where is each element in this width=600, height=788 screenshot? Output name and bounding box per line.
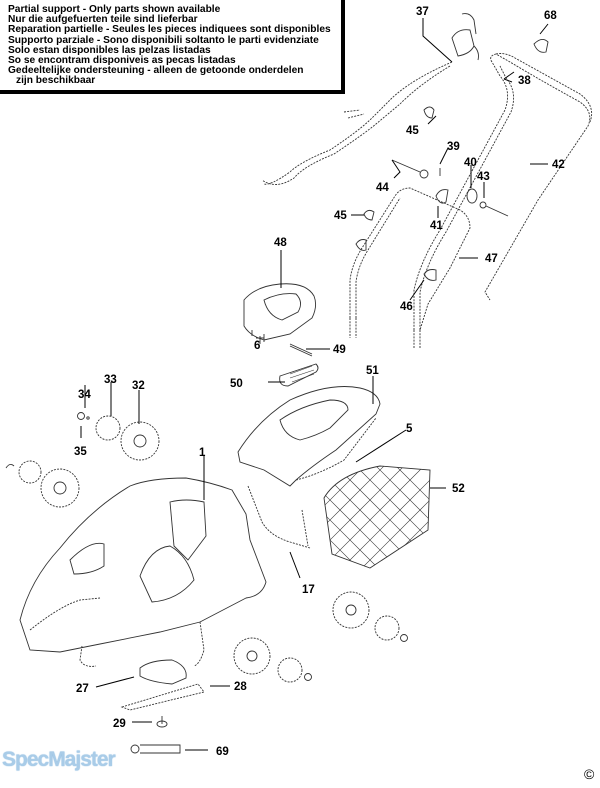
notice-line: Solo estan disponibles las pelzas listad… <box>8 44 211 56</box>
part-label-35[interactable]: 35 <box>74 446 87 458</box>
part-label-34[interactable]: 34 <box>78 389 91 401</box>
axle-part-69[interactable] <box>130 744 181 754</box>
blade-bolt-part-29[interactable] <box>156 716 168 728</box>
part-label-43[interactable]: 43 <box>477 171 490 183</box>
part-label-28[interactable]: 28 <box>234 681 247 693</box>
notice-line: So se encontram disponiveis as pecas lis… <box>8 55 236 67</box>
part-label-41[interactable]: 41 <box>430 220 443 232</box>
handle-grip-part-50[interactable] <box>279 363 319 387</box>
watermark-logo: SpecMajster <box>2 748 116 771</box>
part-label-39[interactable]: 39 <box>447 141 460 153</box>
part-label-32[interactable]: 32 <box>132 380 145 392</box>
wheel-part-32[interactable] <box>120 421 160 461</box>
notice-line: zijn beschikbaar <box>16 75 96 87</box>
pin-part-49[interactable] <box>289 343 313 357</box>
part-label-33[interactable]: 33 <box>104 374 117 386</box>
clamp-part-68[interactable] <box>533 39 549 53</box>
switch-cover-part-48[interactable] <box>243 283 317 342</box>
notice-line: Gedeeltelijke ondersteuning - alleen de … <box>8 65 304 77</box>
part-label-27[interactable]: 27 <box>76 683 89 695</box>
screw-part-6[interactable] <box>256 336 264 344</box>
availability-notice: Partial support - Only parts shown avail… <box>0 0 345 94</box>
leader-lines <box>80 18 549 751</box>
upper-handle-part-42[interactable] <box>413 53 593 331</box>
part-label-48[interactable]: 48 <box>274 237 287 249</box>
part-label-44[interactable]: 44 <box>376 182 389 194</box>
part-label-40[interactable]: 40 <box>464 157 477 169</box>
front-wheel-right[interactable] <box>332 591 408 642</box>
part-label-49[interactable]: 49 <box>333 344 346 356</box>
grass-box-part-52[interactable] <box>260 410 490 640</box>
clip-part-46[interactable] <box>423 269 437 281</box>
part-label-45[interactable]: 45 <box>406 125 419 137</box>
switch-box-part-37[interactable] <box>451 13 479 61</box>
part-label-38[interactable]: 38 <box>518 75 531 87</box>
notice-line: Supporto parziale - Sono disponibili sol… <box>8 34 319 46</box>
part-label-52[interactable]: 52 <box>452 483 465 495</box>
power-cable[interactable] <box>261 61 453 185</box>
notice-line: Partial support - Only parts shown avail… <box>8 4 221 15</box>
blade-part-28[interactable] <box>120 683 205 711</box>
part-label-1[interactable]: 1 <box>199 447 206 459</box>
rear-wheel-left[interactable] <box>5 460 80 508</box>
knob-part-41[interactable] <box>435 189 449 204</box>
bolt-part-44[interactable] <box>391 159 429 179</box>
part-label-69[interactable]: 69 <box>216 746 229 758</box>
fan-part-27[interactable] <box>139 659 187 685</box>
part-label-6[interactable]: 6 <box>254 340 260 352</box>
top-cover-part-51[interactable] <box>237 386 381 487</box>
part-label-46[interactable]: 46 <box>400 301 413 313</box>
part-label-68[interactable]: 68 <box>544 10 557 22</box>
mower-deck-part-1[interactable] <box>19 477 267 667</box>
part-label-37[interactable]: 37 <box>416 6 429 18</box>
part-label-50[interactable]: 50 <box>230 378 243 390</box>
bolt-part-43[interactable] <box>479 201 509 217</box>
clip-part-35[interactable] <box>86 416 90 420</box>
copyright-symbol: © <box>584 766 595 782</box>
hub-cap-part-33[interactable] <box>95 415 121 441</box>
part-label-5[interactable]: 5 <box>406 423 413 435</box>
clip-part-45[interactable] <box>355 106 435 251</box>
part-label-17[interactable]: 17 <box>302 584 315 596</box>
part-label-42[interactable]: 42 <box>552 159 565 171</box>
knob-part-40[interactable] <box>466 188 478 204</box>
part-label-51[interactable]: 51 <box>366 365 379 377</box>
notice-line: Nur die aufgefuerten teile sind lieferba… <box>8 14 198 26</box>
part-label-45[interactable]: 45 <box>334 210 347 222</box>
notice-line: Reparation partielle - Seules les pieces… <box>8 24 331 36</box>
lower-handle-part-47[interactable] <box>349 187 471 348</box>
flap-frame-part-17[interactable] <box>247 485 311 549</box>
part-label-29[interactable]: 29 <box>113 718 126 730</box>
washer-part-34[interactable] <box>77 412 85 420</box>
front-wheel-left[interactable] <box>233 637 312 683</box>
part-label-47[interactable]: 47 <box>485 253 498 265</box>
